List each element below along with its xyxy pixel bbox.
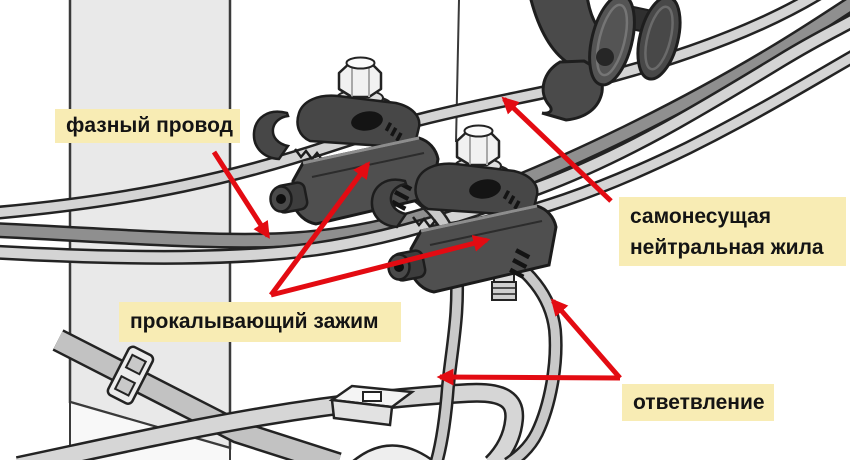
label-branch: ответвление [622, 384, 774, 421]
arrow-phase-wire [211, 150, 271, 239]
strap-fixture [328, 384, 416, 427]
suspension-cord [455, 0, 460, 143]
strap-round-fitting [352, 444, 433, 460]
label-neutral-carrier-line1: самонесущая [630, 204, 772, 228]
branch-wire-left [394, 176, 465, 460]
label-neutral-carrier-line2: нейтральная жила [630, 235, 824, 259]
arrow-neutral-carrier [501, 96, 613, 203]
arrow-branch-right [550, 298, 622, 380]
pole-strap-upper [52, 329, 342, 460]
label-piercing-clamp: прокалывающий зажим [119, 302, 401, 342]
label-piercing-clamp-text: прокалывающий зажим [130, 310, 379, 333]
label-phase-wire-text: фазный провод [66, 114, 233, 137]
annotation-arrows [211, 96, 622, 386]
strap-buckle [106, 345, 155, 405]
label-phase-wire: фазный провод [55, 109, 240, 143]
label-neutral-carrier: самонесущая нейтральная жила [619, 197, 846, 266]
label-branch-text: ответвление [633, 390, 765, 414]
neutral-messenger-wire-upper [0, 0, 822, 220]
arrow-piercing-clamp-2 [270, 235, 491, 298]
piercing-clamp-1 [252, 56, 440, 226]
arrow-piercing-clamp-1 [268, 161, 371, 297]
arrow-branch-left [436, 368, 621, 386]
anchor-clamp [529, 0, 682, 122]
pole-strap-lower [15, 382, 525, 460]
branch-wire-right [484, 237, 563, 460]
